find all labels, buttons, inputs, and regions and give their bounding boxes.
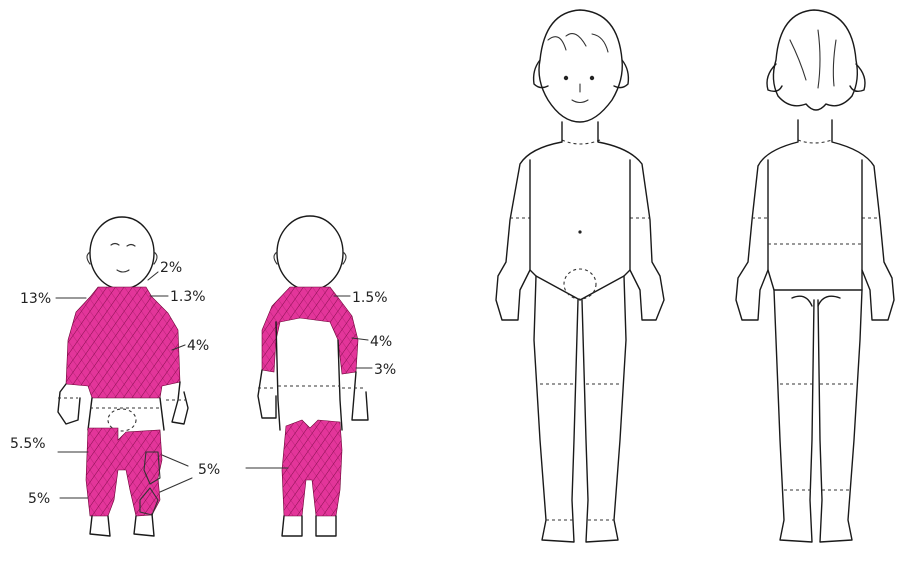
large-back-figure: [736, 10, 894, 542]
label-back-forearm: 3%: [374, 362, 396, 378]
small-back-figure: [258, 216, 368, 536]
label-head-neck: 2%: [160, 260, 182, 276]
label-leg-left: 5%: [28, 491, 50, 507]
label-shoulder-left: 13%: [20, 291, 51, 307]
label-back-shoulder: 1.5%: [352, 290, 388, 306]
label-shoulder-right: 1.3%: [170, 289, 206, 305]
label-back-upper-arm: 4%: [370, 334, 392, 350]
large-front-figure: [496, 10, 664, 542]
label-thigh-left: 5.5%: [10, 436, 46, 452]
label-right-arm: 4%: [187, 338, 209, 354]
label-back-legs: 5%: [198, 462, 220, 478]
